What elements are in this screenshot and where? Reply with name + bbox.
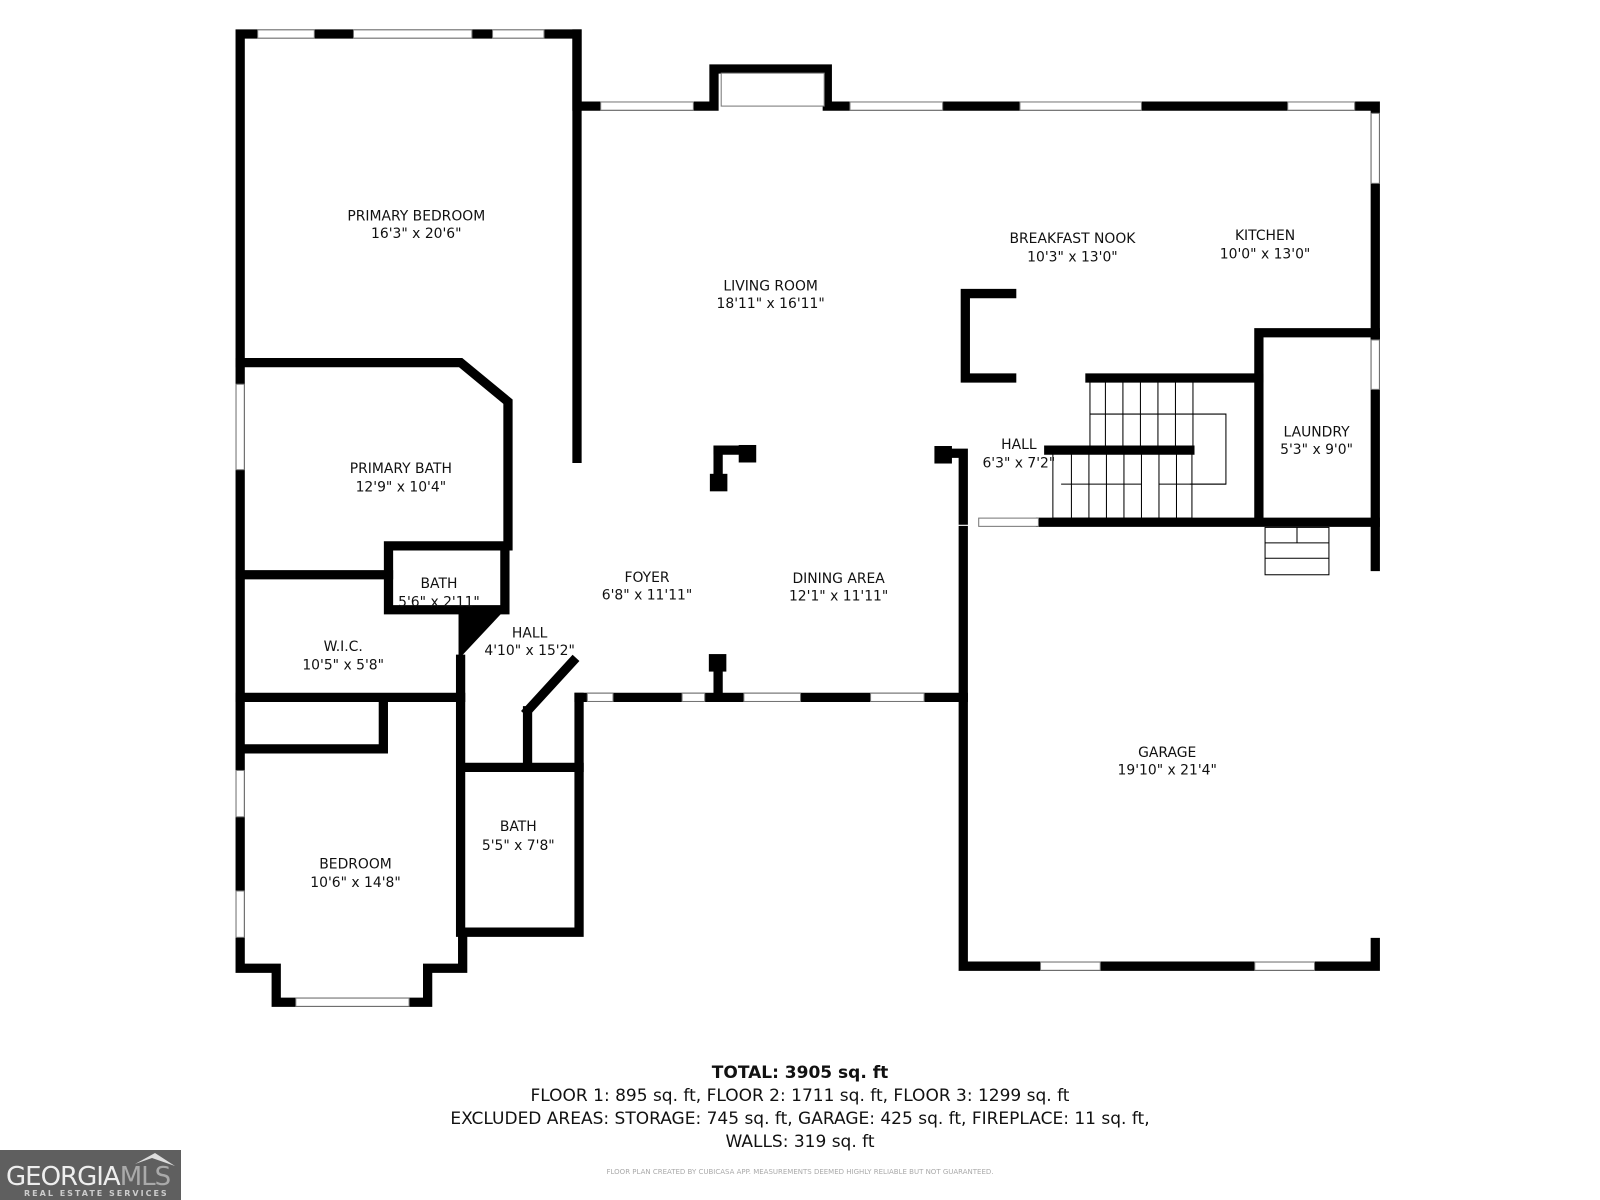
- svg-text:LAUNDRY: LAUNDRY: [1284, 425, 1351, 441]
- svg-text:KITCHEN: KITCHEN: [1235, 228, 1295, 244]
- room-kitchen: KITCHEN 10'0" x 13'0": [1220, 228, 1311, 263]
- room-bedroom: BEDROOM 10'6" x 14'8": [310, 856, 401, 891]
- svg-text:10'5" x 5'8": 10'5" x 5'8": [302, 658, 384, 674]
- logo-sub: REAL ESTATE SERVICES: [24, 1189, 169, 1198]
- room-garage: GARAGE 19'10" x 21'4": [1118, 745, 1217, 779]
- svg-text:10'6" x 14'8": 10'6" x 14'8": [310, 875, 401, 891]
- svg-text:LIVING ROOM: LIVING ROOM: [723, 278, 818, 294]
- room-living-room: LIVING ROOM 18'11" x 16'11": [717, 278, 825, 312]
- room-dining-area: DINING AREA 12'1" x 11'11": [789, 571, 888, 605]
- svg-text:FOYER: FOYER: [624, 570, 669, 586]
- svg-text:4'10" x 15'2": 4'10" x 15'2": [484, 643, 575, 659]
- svg-text:10'0" x 13'0": 10'0" x 13'0": [1220, 247, 1311, 263]
- walls: [235, 29, 1380, 1007]
- logo-main: GEORGIA: [6, 1162, 121, 1192]
- svg-text:19'10" x 21'4": 19'10" x 21'4": [1118, 763, 1217, 779]
- svg-text:12'9" x 10'4": 12'9" x 10'4": [356, 479, 447, 495]
- svg-text:BEDROOM: BEDROOM: [319, 856, 392, 872]
- area-summary: TOTAL: 3905 sq. ft FLOOR 1: 895 sq. ft, …: [0, 1062, 1600, 1154]
- svg-text:5'5" x 7'8": 5'5" x 7'8": [482, 838, 555, 854]
- svg-text:DINING AREA: DINING AREA: [792, 571, 885, 587]
- stairs: [1052, 380, 1330, 576]
- roof-icon: [135, 1153, 175, 1166]
- room-wic: W.I.C. 10'5" x 5'8": [302, 639, 384, 674]
- svg-text:10'3" x 13'0": 10'3" x 13'0": [1027, 250, 1118, 266]
- svg-text:PRIMARY BATH: PRIMARY BATH: [350, 461, 452, 477]
- svg-text:12'1" x 11'11": 12'1" x 11'11": [789, 589, 888, 605]
- svg-text:W.I.C.: W.I.C.: [324, 639, 363, 655]
- svg-text:PRIMARY BEDROOM: PRIMARY BEDROOM: [347, 208, 485, 224]
- svg-text:6'3" x 7'2": 6'3" x 7'2": [982, 456, 1055, 472]
- svg-text:BATH: BATH: [421, 576, 458, 592]
- svg-text:HALL: HALL: [1001, 437, 1037, 453]
- svg-text:GARAGE: GARAGE: [1138, 745, 1196, 761]
- room-hall-right: HALL 6'3" x 7'2": [982, 437, 1055, 472]
- disclaimer: FLOOR PLAN CREATED BY CUBICASA APP. MEAS…: [606, 1168, 994, 1176]
- floor-areas: FLOOR 1: 895 sq. ft, FLOOR 2: 1711 sq. f…: [530, 1086, 1070, 1106]
- room-bath-small: BATH 5'6" x 2'11": [398, 576, 480, 611]
- svg-text:BATH: BATH: [500, 819, 537, 835]
- svg-text:5'6" x 2'11": 5'6" x 2'11": [398, 595, 480, 611]
- svg-text:BREAKFAST NOOK: BREAKFAST NOOK: [1010, 231, 1137, 247]
- room-primary-bath: PRIMARY BATH 12'9" x 10'4": [350, 461, 452, 496]
- svg-text:6'8" x 11'11": 6'8" x 11'11": [602, 587, 693, 603]
- excluded-areas: EXCLUDED AREAS: STORAGE: 745 sq. ft, GAR…: [450, 1109, 1150, 1129]
- room-breakfast-nook: BREAKFAST NOOK 10'3" x 13'0": [1010, 231, 1137, 266]
- svg-text:5'3" x 9'0": 5'3" x 9'0": [1280, 442, 1353, 458]
- logo-accent: MLS: [119, 1162, 171, 1192]
- windows: [235, 29, 1380, 1007]
- total-area: TOTAL: 3905 sq. ft: [711, 1063, 889, 1083]
- georgia-mls-logo: GEORGIAMLS REAL ESTATE SERVICES: [0, 1150, 181, 1200]
- svg-text:HALL: HALL: [512, 626, 548, 642]
- svg-text:16'3" x 20'6": 16'3" x 20'6": [371, 226, 462, 242]
- room-primary-bedroom: PRIMARY BEDROOM 16'3" x 20'6": [347, 208, 485, 242]
- room-labels: PRIMARY BEDROOM 16'3" x 20'6" PRIMARY BAT…: [302, 208, 1353, 890]
- svg-text:18'11" x 16'11": 18'11" x 16'11": [717, 296, 825, 312]
- walls-area: WALLS: 319 sq. ft: [725, 1132, 875, 1152]
- room-bath-hall: BATH 5'5" x 7'8": [482, 819, 555, 854]
